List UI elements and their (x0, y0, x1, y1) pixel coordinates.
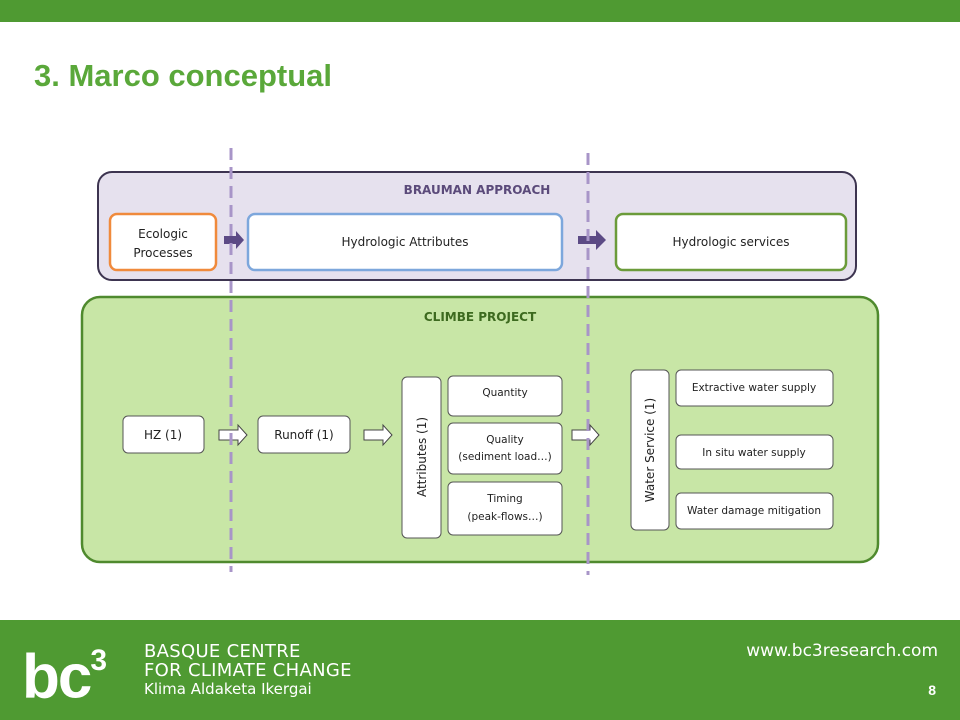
extractive-water-supply-label: Extractive water supply (692, 382, 816, 394)
logo-superscript: 3 (90, 644, 108, 677)
climbe-arrow-3 (571, 423, 600, 447)
ecologic-processes-box (108, 212, 218, 272)
hydrologic-attributes-label: Hydrologic Attributes (341, 235, 468, 249)
org-line-3: Klima Aldaketa Ikergai (144, 680, 312, 698)
bc3-logo: bc3 (22, 636, 107, 709)
brauman-arrow-2 (578, 230, 606, 250)
timing-label-1: Timing (486, 493, 522, 505)
hydrologic-attributes-box (246, 212, 564, 272)
org-line-2: FOR CLIMATE CHANGE (144, 660, 352, 681)
ecologic-processes-label-2: Processes (133, 246, 192, 260)
water-service-vertical-label: Water Service (1) (643, 398, 657, 502)
slide-title: 3. Marco conceptual (34, 58, 333, 93)
timing-label-2: (peak-flows…) (467, 511, 542, 523)
water-damage-mitigation-box (675, 492, 834, 530)
quality-label-1: Quality (486, 434, 524, 446)
extractive-water-supply-box (675, 369, 834, 407)
attributes-vertical-box (401, 376, 442, 539)
in-situ-water-supply-label: In situ water supply (702, 447, 805, 459)
climbe-arrow-1 (218, 423, 248, 447)
ecologic-processes-label-1: Ecologic (138, 227, 188, 241)
organization-name: BASQUE CENTRE FOR CLIMATE CHANGE Klima A… (144, 642, 352, 699)
brauman-arrow-1 (224, 231, 244, 249)
water-service-vertical-box (630, 369, 670, 531)
conceptual-diagram: BRAUMAN APPROACH Ecologic Processes Hydr… (80, 148, 880, 575)
runoff-box (257, 415, 351, 454)
climbe-header: CLIMBE PROJECT (424, 310, 537, 324)
logo-text: bc (22, 642, 92, 712)
hydrologic-services-label: Hydrologic services (672, 235, 789, 249)
top-bar (0, 0, 960, 22)
page-number: 8 (928, 682, 936, 698)
climbe-arrow-2 (363, 423, 393, 447)
in-situ-water-supply-box (675, 434, 834, 470)
quality-box (447, 422, 563, 475)
brauman-header: BRAUMAN APPROACH (404, 183, 551, 197)
attributes-vertical-label: Attributes (1) (415, 417, 429, 497)
quantity-label: Quantity (482, 387, 527, 399)
quantity-box (447, 375, 563, 417)
hydrologic-services-box (614, 212, 848, 272)
hz-box (122, 415, 205, 454)
water-damage-mitigation-label: Water damage mitigation (687, 505, 821, 517)
website-link[interactable]: www.bc3research.com (746, 641, 938, 661)
hz-label: HZ (1) (144, 428, 182, 442)
footer-bar (0, 620, 960, 720)
timing-box (447, 481, 563, 536)
org-line-1: BASQUE CENTRE (144, 641, 301, 662)
quality-label-2: (sediment load…) (458, 451, 551, 463)
runoff-label: Runoff (1) (274, 428, 333, 442)
